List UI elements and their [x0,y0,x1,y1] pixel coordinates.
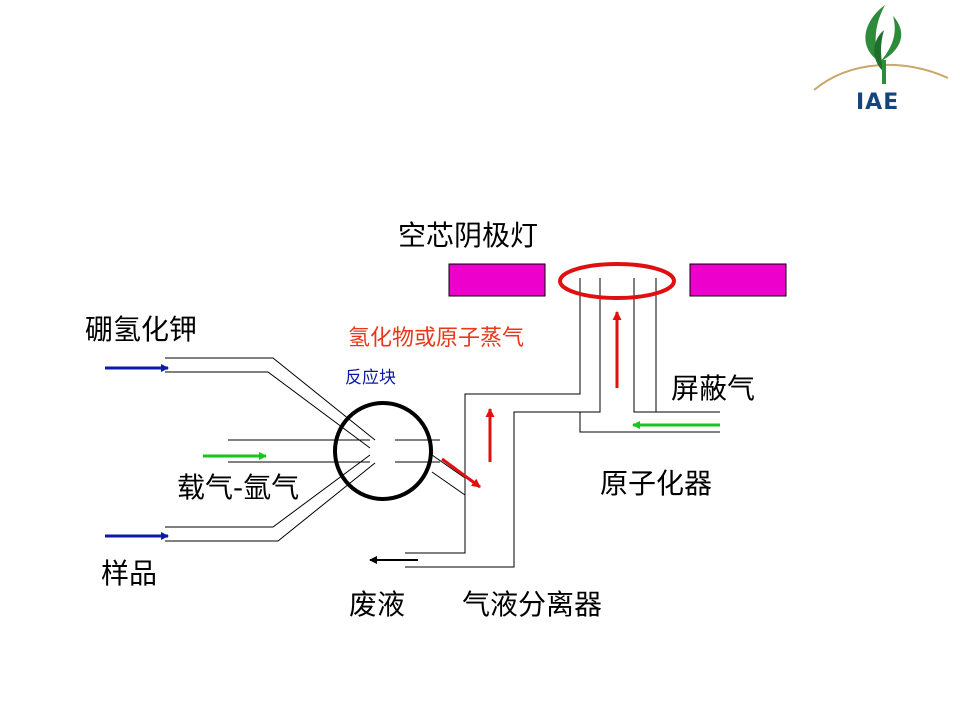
reaction-block [333,401,433,501]
lamp-label: 空芯阴极灯 [398,219,539,252]
shield-gas-label: 屏蔽气 [671,372,756,405]
carrier-gas-label: 载气-氩气 [177,471,300,504]
lamp-ring [558,262,676,300]
atomizer-label: 原子化器 [600,467,713,500]
waste-label: 废液 [349,588,406,621]
logo-text: IAE [856,90,900,115]
mixture-flow-arrow [441,457,481,489]
iae-logo [813,5,949,91]
separator-label: 气液分离器 [462,588,603,621]
reaction-block-label: 反应块 [345,368,396,388]
lamp-block-right [689,263,787,297]
tubing [165,278,720,568]
hydride-vapor-label: 氢化物或原子蒸气 [348,326,525,351]
lamp-block-left [448,263,546,297]
borohydride-label: 硼氢化钾 [85,313,198,346]
sample-label: 样品 [101,557,158,590]
